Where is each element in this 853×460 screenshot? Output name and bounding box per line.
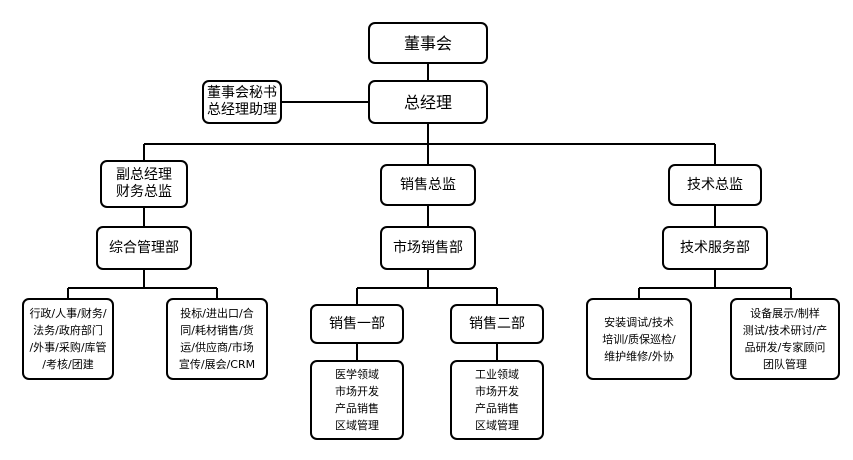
board-label: 董事会 — [403, 33, 452, 53]
sales-director-label: 销售总监 — [400, 176, 456, 193]
sales-dept-1-label: 销售一部 — [329, 315, 385, 332]
sales-2-duty-3: 产品销售 — [475, 402, 519, 415]
tech-service-dept-box: 技术服务部 — [662, 226, 768, 270]
gm-label: 总经理 — [403, 92, 452, 112]
sales-director-box: 销售总监 — [380, 164, 476, 206]
tech-duties-2-line-1: 设备展示/制样 — [750, 307, 820, 320]
vp-line-1: 副总经理 — [116, 167, 172, 183]
tech-service-dept-label: 技术服务部 — [680, 239, 750, 256]
sales-1-duty-4: 区域管理 — [335, 419, 379, 432]
tech-duties-1-line-1: 安装调试/技术 — [604, 315, 674, 329]
admin-duties-2-line-1: 投标/进出口/合 — [180, 307, 254, 320]
admin-duties-1-line-1: 行政/人事/财务/ — [29, 307, 107, 320]
sales-1-duty-1: 医学领域 — [335, 368, 379, 381]
sales-dept-2-box: 销售二部 — [450, 304, 544, 344]
sales-dept-2-label: 销售二部 — [469, 315, 525, 332]
tech-duties-1-line-3: 维护维修/外协 — [604, 349, 674, 363]
tech-duties-box-1: 安装调试/技术 培训/质保巡检/ 维护维修/外协 — [586, 298, 692, 380]
sales-1-duty-2: 市场开发 — [335, 385, 379, 398]
tech-director-label: 技术总监 — [687, 176, 743, 193]
sales-2-duty-4: 区域管理 — [475, 419, 519, 432]
admin-duties-2-line-2: 同/耗材销售/货 — [180, 324, 254, 337]
tech-duties-2-line-4: 团队管理 — [762, 358, 807, 371]
marketing-dept-box: 市场销售部 — [380, 226, 476, 270]
sales-1-duties-box: 医学领域 市场开发 产品销售 区域管理 — [310, 360, 404, 440]
board-box: 董事会 — [368, 22, 488, 64]
sales-1-duty-3: 产品销售 — [335, 402, 379, 415]
admin-duties-box-2: 投标/进出口/合 同/耗材销售/货 运/供应商/市场 宣传/展会/CRM — [166, 298, 268, 380]
sales-2-duty-2: 市场开发 — [475, 385, 519, 398]
admin-duties-1-line-3: /外事/采购/库管 — [29, 341, 107, 354]
secretary-box: 董事会秘书 总经理助理 — [202, 80, 282, 124]
admin-duties-2-line-4: 宣传/展会/CRM — [178, 358, 256, 371]
admin-duties-1-line-2: 法务/政府部门 — [33, 324, 103, 337]
tech-director-box: 技术总监 — [668, 164, 762, 206]
tech-duties-2-line-3: 品研发/专家顾问 — [744, 341, 826, 354]
admin-duties-box-1: 行政/人事/财务/ 法务/政府部门 /外事/采购/库管 /考核/团建 — [22, 298, 114, 380]
vp-line-2: 财务总监 — [116, 184, 172, 200]
marketing-dept-label: 市场销售部 — [393, 239, 463, 256]
admin-duties-1-line-4: /考核/团建 — [42, 358, 94, 371]
admin-duties-2-line-3: 运/供应商/市场 — [180, 341, 254, 354]
gm-box: 总经理 — [368, 80, 488, 124]
admin-dept-box: 综合管理部 — [96, 226, 192, 270]
secretary-line-1: 董事会秘书 — [207, 85, 277, 101]
vp-box: 副总经理 财务总监 — [100, 160, 188, 208]
sales-2-duty-1: 工业领域 — [475, 368, 519, 381]
tech-duties-2-line-2: 测试/技术研讨/产 — [742, 324, 828, 337]
tech-duties-1-line-2: 培训/质保巡检/ — [602, 332, 676, 346]
admin-dept-label: 综合管理部 — [109, 239, 179, 256]
sales-2-duties-box: 工业领域 市场开发 产品销售 区域管理 — [450, 360, 544, 440]
secretary-line-2: 总经理助理 — [207, 102, 277, 118]
tech-duties-box-2: 设备展示/制样 测试/技术研讨/产 品研发/专家顾问 团队管理 — [730, 298, 840, 380]
sales-dept-1-box: 销售一部 — [310, 304, 404, 344]
